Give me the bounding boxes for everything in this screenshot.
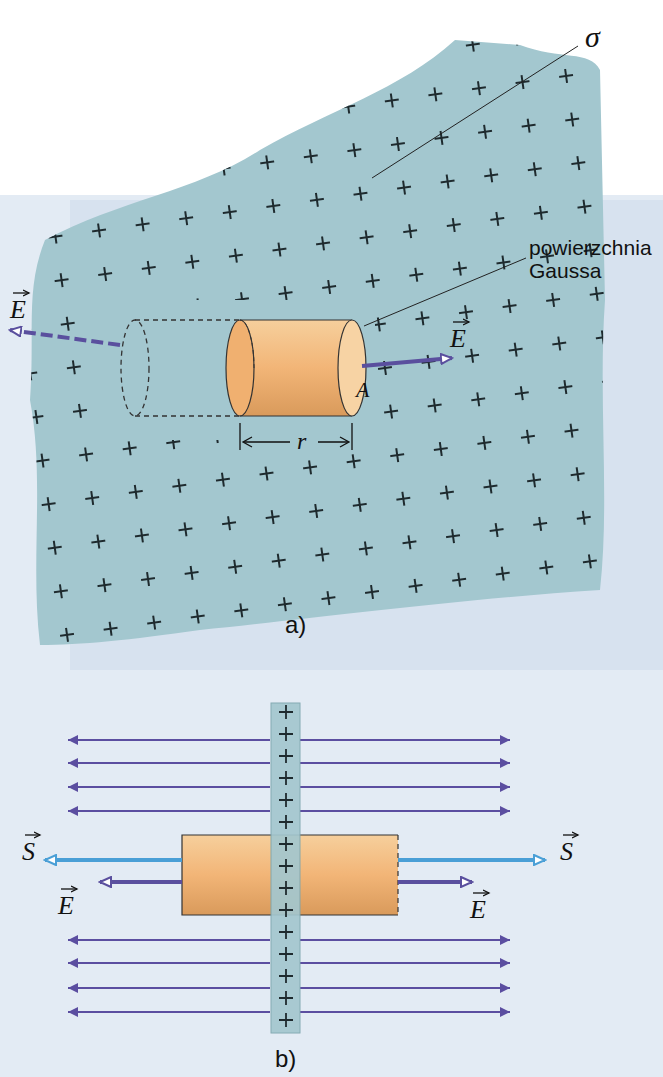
area-vector: [398, 858, 545, 862]
panel-label: b): [275, 1046, 296, 1072]
field-vector: [10, 330, 120, 345]
dimension-r: [240, 423, 352, 450]
charge-signs: [279, 705, 293, 1027]
vector-label: S: [560, 838, 573, 867]
vector-label: E: [470, 896, 486, 925]
panel-label: a): [285, 612, 306, 638]
field-vector: [398, 880, 472, 884]
vector-label: E: [450, 325, 466, 354]
area-label: A: [356, 378, 369, 402]
field-vector: [100, 880, 182, 884]
vector-label: E: [58, 892, 74, 921]
vector-arrows: [13, 293, 578, 893]
charged-plate: [271, 703, 300, 1033]
sigma-label: σ: [585, 20, 600, 53]
leader-line: [372, 46, 578, 178]
leader-line: [364, 258, 526, 326]
vector-label: E: [10, 296, 26, 325]
gauss-cylinder: [226, 320, 366, 416]
charge-signs: [0, 0, 663, 700]
vector-label: S: [22, 838, 35, 867]
field-vector: [362, 358, 452, 366]
gauss-cylinder-hidden: [121, 320, 240, 416]
area-vector: [45, 858, 182, 862]
dimension-label: r: [297, 428, 306, 454]
callout-label: powierzchnia Gaussa: [529, 236, 659, 282]
